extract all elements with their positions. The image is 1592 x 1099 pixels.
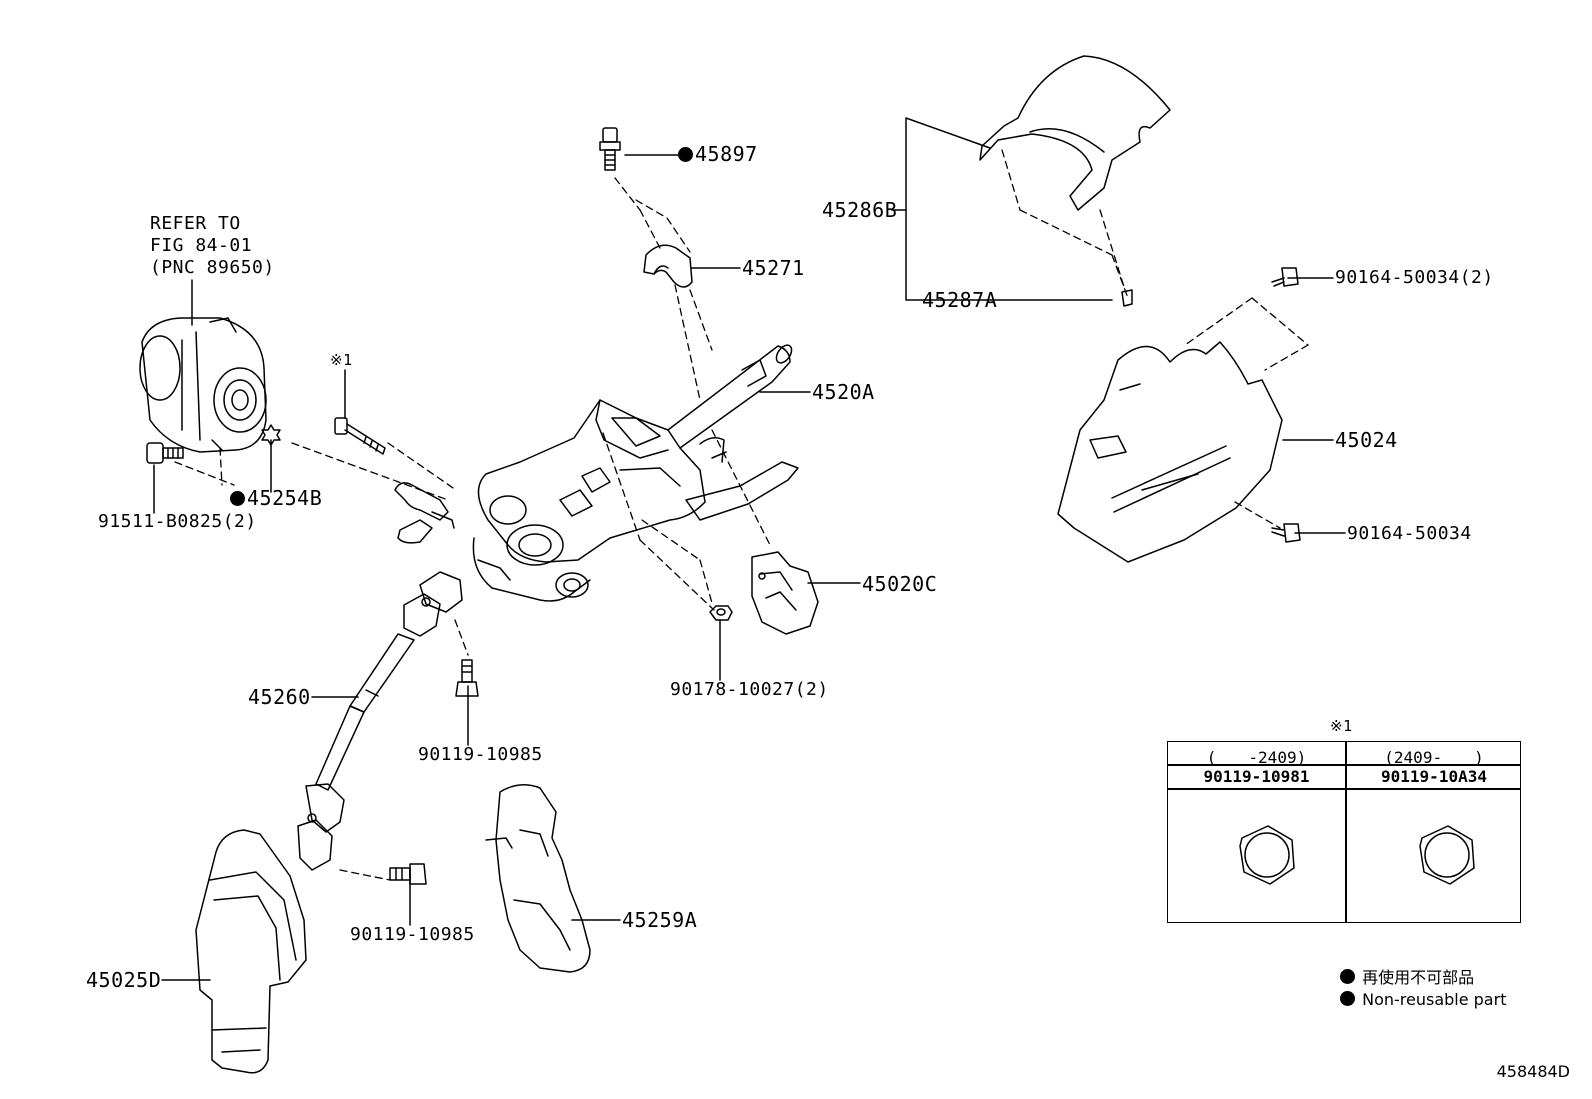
refer-note-line3: (PNC 89650) <box>150 257 275 278</box>
note-mark-label: ※1 <box>330 351 353 369</box>
nut-90178-drawing <box>709 605 733 621</box>
bolt-90119b-drawing <box>389 863 427 885</box>
screw-90164a-drawing <box>1271 267 1299 287</box>
part-label-4520A[interactable]: 4520A <box>812 380 875 404</box>
part-label-90178[interactable]: 90178-10027(2) <box>670 679 829 700</box>
table-col2-range: (2409- ) <box>1384 748 1484 767</box>
part-label-45024[interactable]: 45024 <box>1335 428 1398 452</box>
non-reusable-dot-icon <box>1340 969 1355 984</box>
part-label-90119a[interactable]: 90119-10985 <box>418 744 543 765</box>
bolt-note1-drawing <box>334 417 386 455</box>
washer-45254B-drawing <box>261 424 281 446</box>
clip-45287A-drawing <box>1121 289 1133 307</box>
table-col1-part[interactable]: 90119-10981 <box>1203 767 1310 786</box>
table-mark: ※1 <box>1330 717 1353 735</box>
table-row-divider-2 <box>1168 788 1520 790</box>
non-reusable-dot-icon <box>230 491 245 506</box>
clamp-45271-drawing <box>643 244 693 288</box>
bolt-variant-table: ( -2409) (2409- ) 90119-10981 90119-10A3… <box>1167 741 1521 923</box>
diagram-reference-number: 458484D <box>1496 1062 1570 1081</box>
part-label-91511[interactable]: 91511-B0825(2) <box>98 511 257 532</box>
steering-column-4520A-drawing <box>472 344 799 602</box>
part-label-90164b[interactable]: 90164-50034 <box>1347 523 1472 544</box>
part-label-45025D[interactable]: 45025D <box>86 968 162 992</box>
upper-cover-45286B-drawing <box>979 55 1171 211</box>
part-label-45286B[interactable]: 45286B <box>822 198 898 222</box>
table-hex-drawings <box>1239 825 1475 885</box>
part-label-45260[interactable]: 45260 <box>248 685 311 709</box>
part-label-45259A[interactable]: 45259A <box>622 908 698 932</box>
bolt-45897-drawing <box>599 127 621 171</box>
motor-assembly-drawing <box>139 317 267 453</box>
non-reusable-dot-icon <box>1340 991 1355 1006</box>
part-label-45271[interactable]: 45271 <box>742 256 805 280</box>
table-col-divider <box>1345 742 1347 922</box>
part-label-90119b[interactable]: 90119-10985 <box>350 924 475 945</box>
lever-bracket-drawing <box>394 482 455 544</box>
refer-note-line2: FIG 84-01 <box>150 235 253 256</box>
table-col1-range: ( -2409) <box>1206 748 1307 767</box>
sensor-45020C-drawing <box>751 551 819 635</box>
cover-45025D-drawing <box>195 829 307 1074</box>
refer-note-line1: REFER TO <box>150 213 241 234</box>
bolt-90119a-drawing <box>455 659 479 697</box>
screw-90164b-drawing <box>1271 523 1301 543</box>
table-row-divider-1 <box>1168 764 1520 766</box>
part-number: 45254B <box>247 486 323 510</box>
lower-cover-45024-drawing <box>1057 341 1283 563</box>
legend-jp: 再使用不可部品 <box>1340 964 1474 988</box>
part-label-45020C[interactable]: 45020C <box>862 572 938 596</box>
part-label-45897[interactable]: 45897 <box>678 144 758 164</box>
table-col2-part[interactable]: 90119-10A34 <box>1381 767 1487 786</box>
part-label-45254B[interactable]: 45254B <box>230 488 322 508</box>
part-label-45287A[interactable]: 45287A <box>922 288 998 312</box>
part-number: 45897 <box>695 142 758 166</box>
shaft-45260-drawing <box>297 571 463 871</box>
legend-en-text: Non-reusable part <box>1362 990 1507 1009</box>
cover-45259A-drawing <box>485 784 591 973</box>
bolt-91511-drawing <box>146 442 184 464</box>
non-reusable-dot-icon <box>678 147 693 162</box>
legend-jp-text: 再使用不可部品 <box>1362 968 1475 987</box>
part-label-90164a[interactable]: 90164-50034(2) <box>1335 267 1494 288</box>
legend-en: Non-reusable part <box>1340 990 1506 1009</box>
